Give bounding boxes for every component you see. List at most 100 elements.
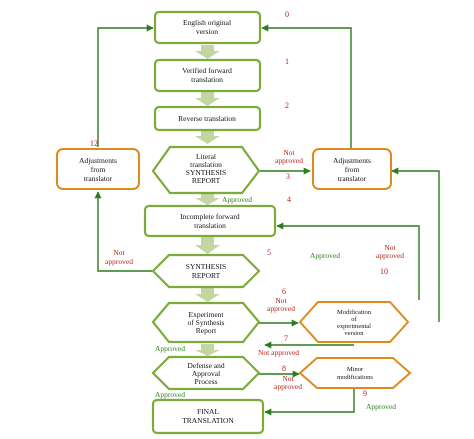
connector — [391, 167, 440, 322]
label-line: translator — [338, 174, 367, 183]
label-line: from — [91, 165, 106, 174]
label-line: REPORT — [192, 271, 221, 280]
nodes — [56, 10, 412, 435]
label-line: version — [344, 330, 364, 337]
label-line: Process — [195, 377, 218, 386]
connector — [276, 222, 420, 300]
connectors — [94, 24, 440, 416]
label-line: Literal — [196, 152, 216, 161]
label-line: Minor — [347, 366, 364, 373]
label-line: approved — [376, 251, 404, 260]
modification-hexagon — [298, 301, 410, 343]
label-line: translation — [190, 160, 222, 169]
approved-minor-label: Approved — [366, 402, 396, 411]
label-line: Modification — [337, 309, 372, 316]
label-line: Experiment — [189, 310, 225, 319]
label-line: translation — [191, 75, 223, 84]
label-line: Not — [275, 296, 287, 305]
flow-arrow — [195, 288, 220, 302]
english-original-box — [153, 10, 262, 45]
label-line: SYNTHESIS — [186, 168, 226, 177]
label-line: translator — [84, 174, 113, 183]
final-translation-box — [151, 398, 265, 435]
label-line: Not — [283, 148, 295, 157]
label-line: approved — [267, 304, 295, 313]
label-line: Not — [282, 374, 294, 383]
label-line: Adjustments — [333, 156, 371, 165]
flow-arrows — [195, 45, 220, 356]
flow-arrow — [195, 193, 220, 205]
label-line: Defense and — [187, 361, 225, 370]
literal-translation-hexagon — [151, 145, 261, 195]
flow-arrow — [195, 92, 220, 106]
flow-arrow — [195, 130, 220, 144]
experiment-hexagon — [151, 301, 261, 344]
label-line: Not — [384, 243, 396, 252]
label-line: Incomplete forward — [180, 212, 240, 221]
step-number: 10 — [380, 267, 388, 276]
label-line: of Synthesis — [188, 318, 225, 327]
step-number: 7 — [284, 334, 288, 343]
connector — [97, 24, 154, 147]
approved-right-label: Approved — [310, 251, 340, 260]
label-line: translation — [194, 221, 226, 230]
step-number: 2 — [285, 101, 289, 110]
connector — [94, 191, 153, 272]
approved-experiment-label: Approved — [155, 344, 185, 353]
step-number: 12 — [90, 139, 98, 148]
label-line: SYNTHESIS — [186, 262, 226, 271]
minor-modifications-hexagon — [298, 357, 412, 389]
flow-arrow — [195, 45, 220, 59]
reverse-translation-box — [153, 105, 262, 132]
verified-forward-box — [153, 58, 262, 93]
label-line: FINAL — [197, 407, 220, 416]
label-line: Adjustments — [79, 156, 117, 165]
step-number: 5 — [267, 248, 271, 257]
synthesis-report-hexagon — [151, 253, 261, 289]
step-number: 0 — [285, 10, 289, 19]
label-line: Approval — [192, 369, 220, 378]
label-line: from — [345, 165, 360, 174]
step-number: 3 — [286, 172, 290, 181]
adjustments-left-box — [56, 148, 140, 190]
label-line: Report — [196, 326, 217, 335]
label-line: Verified forward — [182, 66, 232, 75]
step-number: 6 — [282, 287, 286, 296]
label-line: approved — [274, 382, 302, 391]
adjustments-right-box — [312, 148, 392, 190]
label-line: Reverse translation — [178, 114, 236, 123]
connector — [261, 24, 352, 149]
label-line: REPORT — [192, 176, 221, 185]
label-line: approved — [105, 257, 133, 266]
label-line: Not — [113, 248, 125, 257]
defense-approval-hexagon — [151, 355, 261, 391]
flow-arrow — [195, 237, 220, 254]
label-line: version — [196, 27, 218, 36]
label-line: English original — [183, 18, 231, 27]
connector — [264, 388, 355, 416]
incomplete-forward-box — [143, 204, 277, 238]
label-line: of — [351, 316, 357, 323]
step-number: 4 — [287, 195, 291, 204]
label-line: TRANSLATION — [182, 416, 234, 425]
reverse-translation-label: Reverse translation — [178, 114, 236, 123]
approved-defense-label: Approved — [155, 390, 185, 399]
flow-arrow — [195, 344, 220, 356]
